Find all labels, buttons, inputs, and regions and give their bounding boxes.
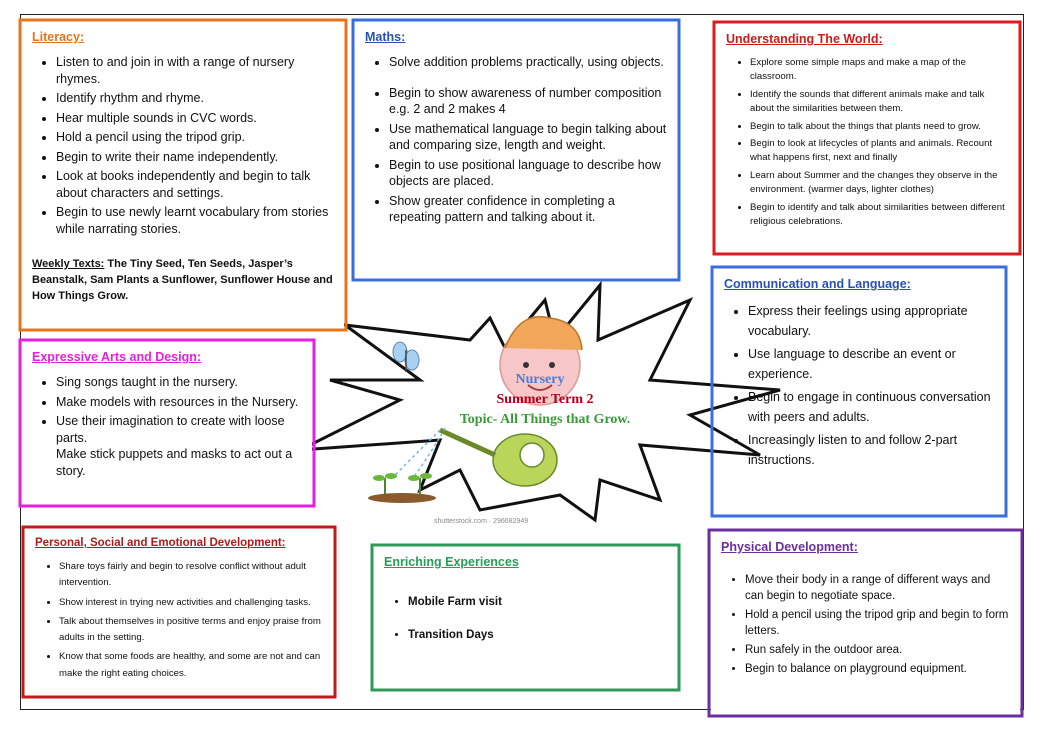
communication-border: [710, 265, 1008, 518]
arts-list: Sing songs taught in the nursery. Make m…: [32, 374, 302, 479]
arts-box: Expressive Arts and Design: Sing songs t…: [22, 342, 312, 504]
arts-title: Expressive Arts and Design:: [32, 350, 202, 364]
list-item: Explore some simple maps and make a map …: [750, 56, 1008, 85]
enriching-box: Enriching Experiences Mobile Farm visit …: [374, 547, 677, 688]
list-item: Show greater confidence in completing a …: [389, 193, 667, 226]
list-item: Talk about themselves in positive terms …: [59, 614, 323, 647]
list-item: Express their feelings using appropriate…: [748, 301, 994, 341]
maths-box: Maths: Solve addition problems practical…: [355, 22, 677, 278]
list-item: Learn about Summer and the changes they …: [750, 169, 1008, 198]
maths-list: Solve addition problems practically, usi…: [365, 54, 667, 226]
maths-border: [351, 18, 681, 282]
list-item: Listen to and join in with a range of nu…: [56, 54, 334, 87]
list-item: Begin to use positional language to desc…: [389, 157, 667, 190]
list-item: Know that some foods are healthy, and so…: [59, 649, 323, 682]
list-item: Move their body in a range of different …: [745, 572, 1010, 604]
literacy-list: Listen to and join in with a range of nu…: [32, 54, 334, 237]
list-item: Begin to identify and talk about similar…: [750, 201, 1008, 230]
list-item: Begin to engage in continuous conversati…: [748, 387, 994, 427]
list-item-text: Use their imagination to create with loo…: [56, 414, 285, 445]
list-item: Begin to write their name independently.: [56, 149, 334, 166]
list-item: Use mathematical language to begin talki…: [389, 121, 667, 154]
psed-box: Personal, Social and Emotional Developme…: [25, 529, 333, 695]
list-item: Look at books independently and begin to…: [56, 168, 334, 201]
world-title: Understanding The World:: [726, 32, 883, 46]
enriching-border: [370, 543, 681, 692]
list-item: Run safely in the outdoor area.: [745, 642, 1010, 658]
list-item: Hold a pencil using the tripod grip and …: [745, 607, 1010, 639]
butterfly-icon: [392, 341, 420, 372]
list-item: Transition Days: [408, 628, 667, 643]
girl-icon: [499, 315, 583, 406]
literacy-border: [18, 18, 348, 332]
physical-box: Physical Development: Move their body in…: [711, 532, 1020, 714]
weekly-texts-list: The Tiny Seed, Ten Seeds, Jasper’s Beans…: [32, 258, 333, 302]
enriching-title: Enriching Experiences: [384, 555, 519, 569]
list-item: Begin to use newly learnt vocabulary fro…: [56, 204, 334, 237]
watering-can-icon: [394, 427, 558, 487]
enriching-list: Mobile Farm visit Transition Days: [384, 595, 667, 643]
center-title-term: Summer Term 2: [496, 392, 594, 407]
list-item: Make models with resources in the Nurser…: [56, 394, 302, 411]
list-item: Identify the sounds that different anima…: [750, 88, 1008, 117]
list-item: Begin to show awareness of number compos…: [389, 85, 667, 118]
physical-border: [707, 528, 1024, 718]
maths-title: Maths:: [365, 30, 406, 44]
communication-title: Communication and Language:: [724, 277, 911, 291]
world-border: [712, 20, 1022, 256]
psed-title: Personal, Social and Emotional Developme…: [35, 537, 286, 549]
list-item: Identify rhythm and rhyme.: [56, 90, 334, 107]
center-title-nursery: Nursery: [515, 372, 565, 387]
list-item: Begin to balance on playground equipment…: [745, 661, 1010, 677]
sprout-icon: [368, 473, 436, 503]
communication-box: Communication and Language: Express thei…: [714, 269, 1004, 514]
list-item: Share toys fairly and begin to resolve c…: [59, 559, 323, 592]
literacy-box: Literacy: Listen to and join in with a r…: [22, 22, 344, 328]
world-box: Understanding The World: Explore some si…: [716, 24, 1018, 252]
world-list: Explore some simple maps and make a map …: [726, 56, 1008, 229]
list-item: Increasingly listen to and follow 2-part…: [748, 430, 994, 470]
communication-list: Express their feelings using appropriate…: [724, 301, 994, 470]
physical-title: Physical Development:: [721, 540, 858, 554]
list-item: Hear multiple sounds in CVC words.: [56, 110, 334, 127]
list-item: Begin to talk about the things that plan…: [750, 120, 1008, 134]
arts-border: [18, 338, 316, 508]
center-title-topic: Topic- All Things that Grow.: [459, 412, 631, 427]
literacy-title: Literacy:: [32, 30, 85, 44]
list-item: Use language to describe an event or exp…: [748, 344, 994, 384]
list-item: Use their imagination to create with loo…: [56, 413, 302, 479]
weekly-texts: Weekly Texts: The Tiny Seed, Ten Seeds, …: [32, 257, 334, 305]
list-item: Begin to look at lifecycles of plants an…: [750, 137, 1008, 166]
list-item-extra: Make stick puppets and masks to act out …: [56, 447, 293, 478]
psed-border: [21, 525, 337, 699]
list-item: Sing songs taught in the nursery.: [56, 374, 302, 391]
physical-list: Move their body in a range of different …: [721, 572, 1010, 678]
image-credit: shutterstock.com · 296682949: [434, 518, 529, 525]
list-item: Hold a pencil using the tripod grip.: [56, 129, 334, 146]
list-item: Mobile Farm visit: [408, 595, 667, 610]
list-item: Show interest in trying new activities a…: [59, 595, 323, 611]
list-item: Solve addition problems practically, usi…: [389, 54, 667, 71]
psed-list: Share toys fairly and begin to resolve c…: [35, 559, 323, 682]
weekly-texts-label: Weekly Texts:: [32, 258, 105, 270]
